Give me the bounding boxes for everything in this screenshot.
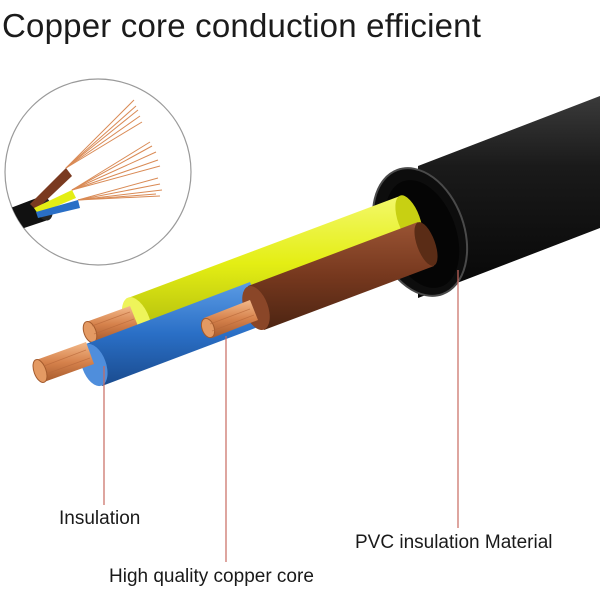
copper-strand-lines <box>43 308 255 375</box>
callout-leader-lines <box>103 270 459 562</box>
callout-pvc-material: PVC insulation Material <box>355 532 553 553</box>
callout-insulation: Insulation <box>59 508 141 529</box>
page-title: Copper core conduction efficient <box>2 7 482 44</box>
blue-wire <box>32 282 266 387</box>
inset-detail-circle <box>4 78 192 266</box>
inset-copper-strands <box>65 99 163 201</box>
callout-copper-core: High quality copper core <box>109 566 314 587</box>
brown-wire <box>200 222 438 339</box>
